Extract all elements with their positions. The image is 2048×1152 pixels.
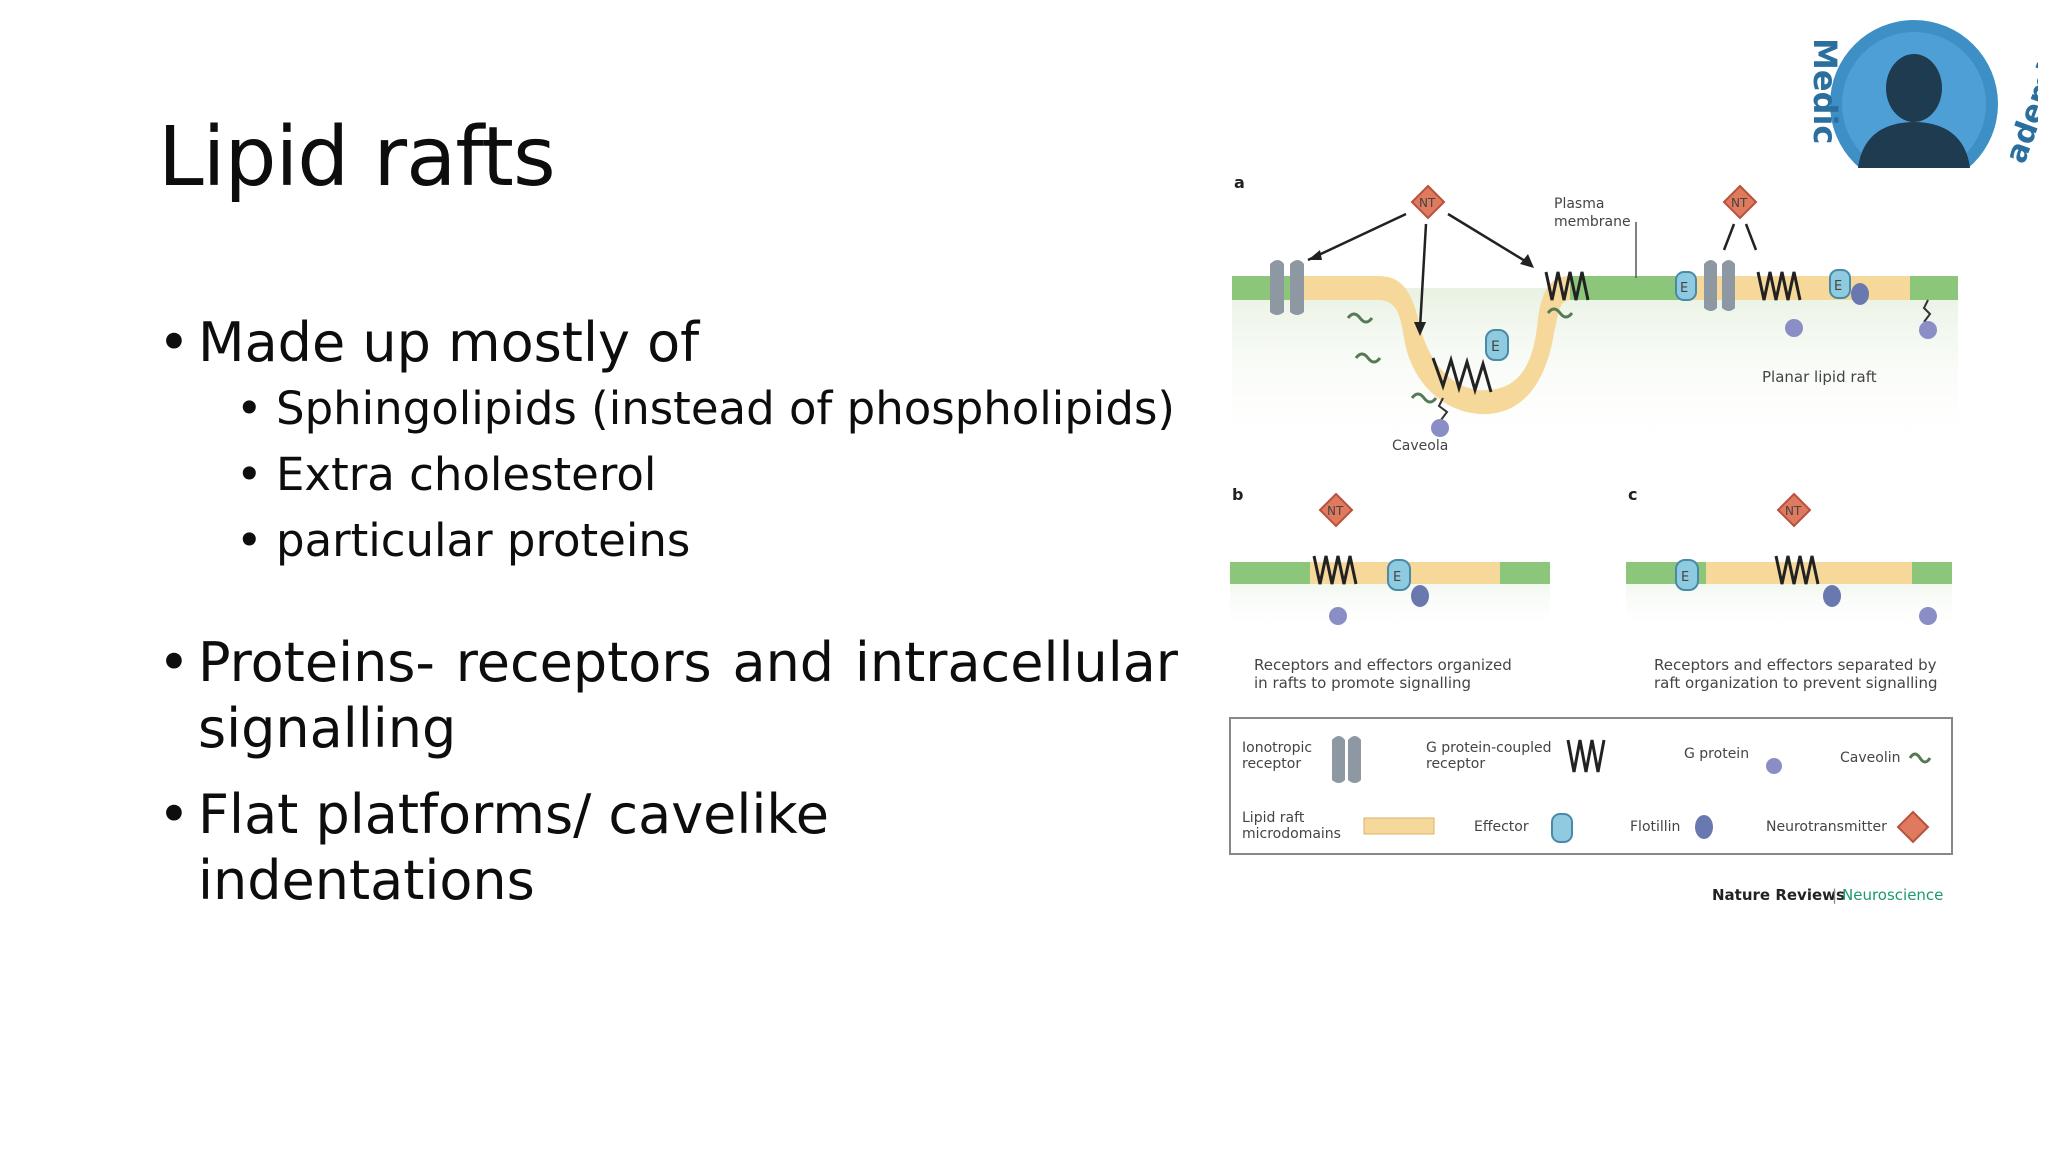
- legend-ionotropic-2: receptor: [1242, 756, 1301, 772]
- legend-effector: Effector: [1474, 819, 1529, 835]
- effector: [1485, 329, 1509, 361]
- effector-label: E: [1681, 570, 1689, 585]
- legend-flotillin-icon: [1695, 815, 1713, 839]
- caption-c-line1: Receptors and effectors separated by: [1654, 656, 1937, 674]
- panel-a-cytoplasm: [1232, 288, 1958, 456]
- logo-cutoff: [1828, 168, 2004, 218]
- effector-label: E: [1491, 339, 1500, 355]
- bullet-list: Made up mostly of Sphingolipids (instead…: [158, 310, 1178, 914]
- effector-label: E: [1680, 281, 1688, 296]
- logo-text-left: Medic: [1806, 38, 1844, 144]
- figure-svg: a E NT: [1229, 173, 1958, 904]
- legend-gpcr-1: G protein-coupled: [1426, 740, 1552, 756]
- panel-c-label: c: [1628, 485, 1637, 504]
- g-protein: [1785, 319, 1803, 337]
- slide-title: Lipid rafts: [158, 110, 556, 205]
- plasma-membrane-label-2: membrane: [1554, 214, 1631, 230]
- raft-segment: [1292, 276, 1378, 300]
- source-journal: Nature Reviews: [1712, 886, 1845, 904]
- caveolin: [1346, 307, 1574, 404]
- legend-gpcr-icon: [1566, 739, 1606, 773]
- legend-ionotropic-1: Ionotropic: [1242, 740, 1312, 756]
- membrane-segment: [1910, 276, 1958, 300]
- caveola-label: Caveola: [1392, 438, 1448, 454]
- source-separator: |: [1832, 886, 1837, 904]
- legend-effector-icon: [1551, 813, 1573, 843]
- g-protein: [1329, 607, 1347, 625]
- neurotransmitter-icon: [1776, 492, 1812, 528]
- legend-gpcr-2: receptor: [1426, 756, 1485, 772]
- legend-gprotein-icon: [1766, 758, 1782, 774]
- arrow-head: [1308, 250, 1322, 260]
- effector: [1829, 269, 1851, 299]
- sub-bullet-sphingolipids: Sphingolipids (instead of phospholipids): [158, 376, 1178, 442]
- caption-b-line1: Receptors and effectors organized: [1254, 656, 1512, 674]
- legend-neurotransmitter: Neurotransmitter: [1766, 819, 1887, 835]
- g-protein-link: [1922, 299, 1932, 323]
- caveola-shape: [1378, 276, 1570, 415]
- effector-label: E: [1393, 570, 1401, 585]
- gpcr: [1312, 555, 1358, 585]
- legend-raft-swatch: [1363, 817, 1435, 835]
- legend-gprotein: G protein: [1684, 746, 1749, 762]
- ionotropic-receptor: [1270, 260, 1304, 315]
- bullet-made-up-of: Made up mostly of: [158, 310, 1178, 376]
- flotillin: [1851, 283, 1869, 305]
- logo-svg: Medic ademics: [1806, 20, 2048, 218]
- flotillin: [1411, 585, 1429, 607]
- legend-nt-icon: [1896, 810, 1930, 844]
- g-protein-link: [1437, 397, 1449, 421]
- legend-lipid-raft-1: Lipid raft: [1242, 810, 1305, 826]
- flotillin: [1823, 585, 1841, 607]
- doctor-body-icon: [1858, 122, 1970, 168]
- nt-label: NT: [1419, 196, 1436, 210]
- arrow-head: [1414, 322, 1426, 336]
- gpcr: [1756, 271, 1802, 301]
- effector: [1675, 271, 1697, 301]
- logo-text-right: ademics: [1999, 25, 2038, 168]
- effector-label: E: [1834, 279, 1842, 294]
- plasma-membrane-label-1: Plasma: [1554, 196, 1604, 212]
- legend-flotillin: Flotillin: [1630, 819, 1680, 835]
- g-protein: [1919, 321, 1937, 339]
- ionotropic-receptor: [1704, 260, 1735, 311]
- arrows: [1307, 212, 1531, 329]
- doctor-head-icon: [1886, 54, 1942, 122]
- effector: [1387, 559, 1411, 591]
- medicademics-logo: Medic ademics: [1788, 18, 2048, 218]
- neurotransmitter-icon: [1722, 184, 1758, 220]
- planar-raft-label: Planar lipid raft: [1762, 368, 1877, 386]
- sub-bullet-proteins: particular proteins: [158, 508, 1178, 574]
- neurotransmitter-icon: [1410, 184, 1446, 220]
- legend-ionotropic-icon: [1332, 736, 1361, 783]
- neurotransmitter-icon: [1318, 492, 1354, 528]
- lipid-raft-figure: a E NT: [1228, 168, 1958, 918]
- legend-caveolin: Caveolin: [1840, 750, 1900, 766]
- sub-bullet-cholesterol: Extra cholesterol: [158, 442, 1178, 508]
- caption-b-line2: in rafts to promote signalling: [1254, 674, 1471, 692]
- source-section: Neuroscience: [1842, 886, 1943, 904]
- nt-label: NT: [1785, 504, 1802, 518]
- panel-b-label: b: [1232, 485, 1243, 504]
- g-protein: [1431, 419, 1449, 437]
- caption-c-line2: raft organization to prevent signalling: [1654, 674, 1937, 692]
- arrows: [1722, 223, 1758, 251]
- legend-lipid-raft-2: microdomains: [1242, 826, 1341, 842]
- gpcr: [1774, 555, 1820, 585]
- nt-label: NT: [1731, 196, 1748, 210]
- arrow-head: [1520, 254, 1534, 268]
- bullet-flat-platforms: Flat platforms/ cavelike indentations: [158, 782, 1178, 914]
- legend-caveolin-icon: [1908, 752, 1932, 764]
- gpcr-right: [1544, 271, 1590, 301]
- g-protein: [1919, 607, 1937, 625]
- panel-a-label: a: [1234, 173, 1245, 192]
- gpcr: [1431, 354, 1493, 396]
- bullet-proteins-signalling: Proteins- receptors and intracellular si…: [158, 630, 1178, 762]
- effector: [1675, 559, 1699, 591]
- nt-label: NT: [1327, 504, 1344, 518]
